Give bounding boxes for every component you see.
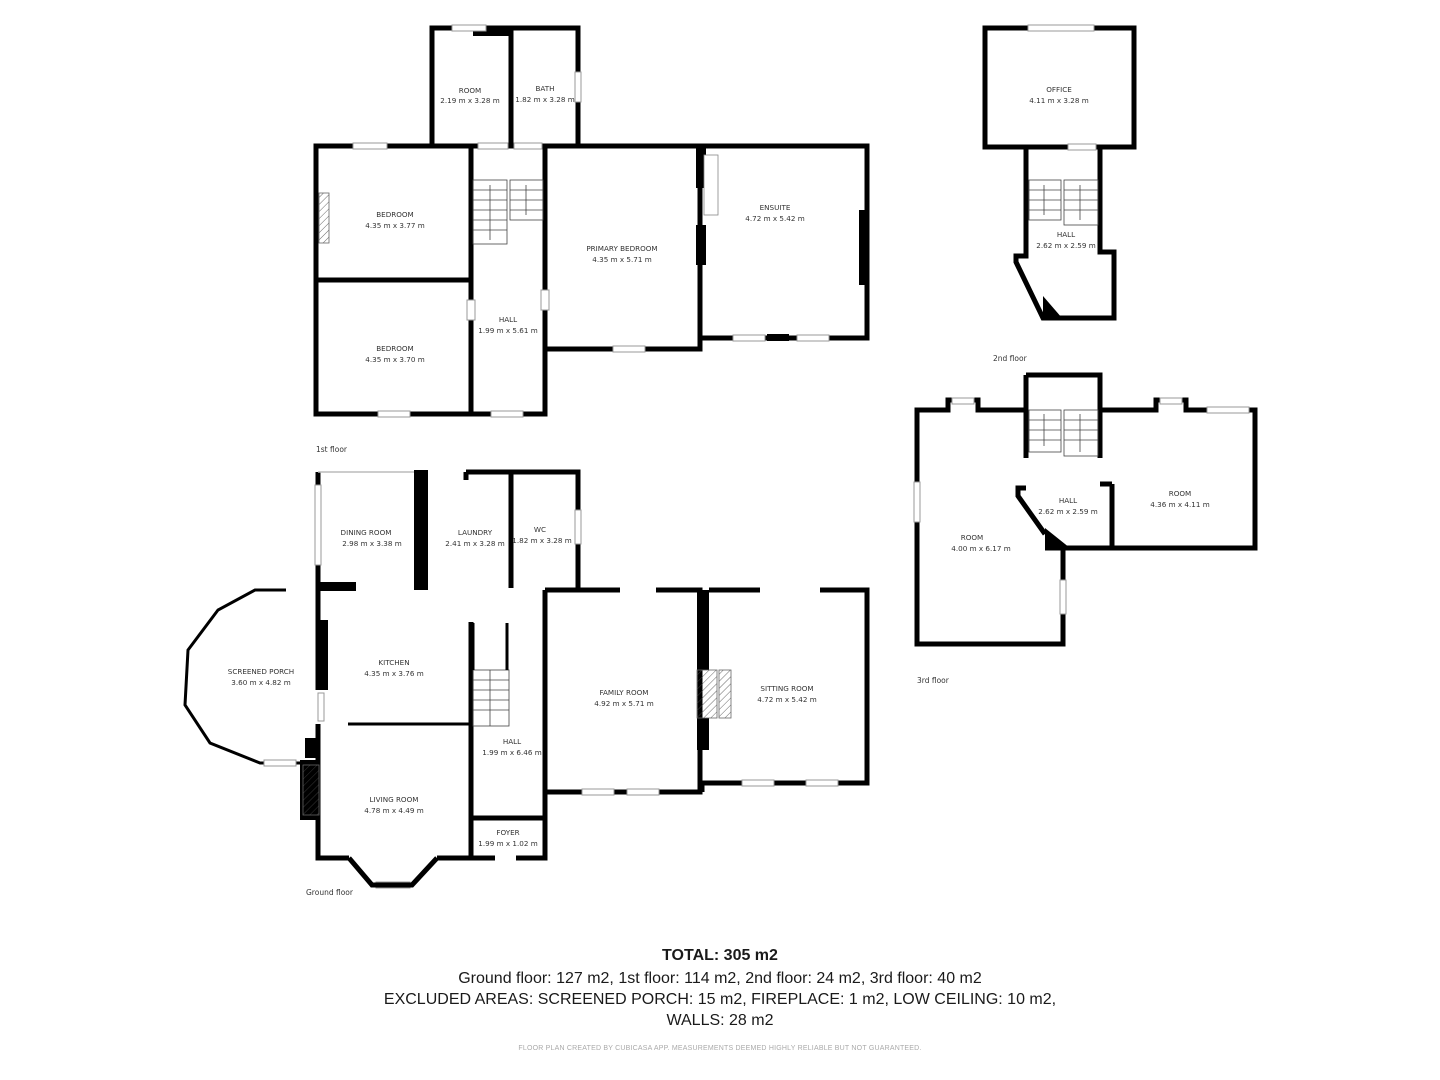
- office-label-size: 4.11 m x 3.28 m: [1029, 96, 1088, 105]
- first-floor-stairs: [472, 179, 544, 245]
- kitchen-label-size: 4.35 m x 3.76 m: [364, 669, 423, 678]
- ground-floor-stairs: [471, 623, 510, 727]
- room-label-size: 2.19 m x 3.28 m: [440, 96, 499, 105]
- third-floor-stairs: [1028, 409, 1099, 457]
- family-room-label-name: FAMILY ROOM: [600, 688, 649, 697]
- bedroom-2-label-size: 4.35 m x 3.70 m: [365, 355, 424, 364]
- first-floor-fireplace: [318, 154, 719, 244]
- walls-area-line: WALLS: 28 m2: [666, 1012, 774, 1029]
- ground-floor-label: Ground floor: [306, 888, 354, 897]
- third-floor-label: 3rd floor: [917, 676, 950, 685]
- foyer-label-size: 1.99 m x 1.02 m: [478, 839, 537, 848]
- wc-label-size: 1.82 m x 3.28 m: [512, 536, 571, 545]
- first-floor-windows: [352, 24, 830, 418]
- ground-floor-plan: [183, 469, 870, 861]
- third-floor-windows: [913, 397, 1250, 615]
- room-label-name: ROOM: [459, 86, 482, 95]
- first-hall-label-name: HALL: [499, 315, 517, 324]
- second-hall-label-size: 2.62 m x 2.59 m: [1036, 241, 1095, 250]
- screened-porch-label-size: 3.60 m x 4.82 m: [231, 678, 290, 687]
- second-floor-stairs: [1028, 179, 1099, 226]
- wc-label-name: WC: [534, 525, 546, 534]
- laundry-label-name: LAUNDRY: [458, 528, 493, 537]
- second-floor-windows: [1027, 24, 1097, 151]
- bedroom-1-label-name: BEDROOM: [376, 210, 414, 219]
- ensuite-label-size: 4.72 m x 5.42 m: [745, 214, 804, 223]
- laundry-label-size: 2.41 m x 3.28 m: [445, 539, 504, 548]
- living-room-label-name: LIVING ROOM: [370, 795, 419, 804]
- dining-room-label-size: 2.98 m x 3.38 m: [342, 539, 401, 548]
- bath-label-size: 1.82 m x 3.28 m: [515, 95, 574, 104]
- third-room-left-label-name: ROOM: [961, 533, 984, 542]
- sitting-room-label-size: 4.72 m x 5.42 m: [757, 695, 816, 704]
- ensuite-label-name: ENSUITE: [760, 203, 791, 212]
- dining-room-label-name: DINING ROOM: [341, 528, 392, 537]
- ground-hall-label-size: 1.99 m x 6.46 m: [482, 748, 541, 757]
- second-floor-plan: [982, 25, 1137, 321]
- screened-porch-label-name: SCREENED PORCH: [228, 667, 294, 676]
- bedroom-2-label-name: BEDROOM: [376, 344, 414, 353]
- second-hall-label-name: HALL: [1057, 230, 1075, 239]
- family-room-label-size: 4.92 m x 5.71 m: [594, 699, 653, 708]
- bath-label-name: BATH: [535, 84, 554, 93]
- living-room-bay: [347, 856, 439, 888]
- third-room-left-label-size: 4.00 m x 6.17 m: [951, 544, 1010, 553]
- living-room-label-size: 4.78 m x 4.49 m: [364, 806, 423, 815]
- second-floor-label: 2nd floor: [993, 354, 1028, 363]
- third-hall-label-size: 2.62 m x 2.59 m: [1038, 507, 1097, 516]
- third-floor-plan: [914, 372, 1258, 647]
- primary-bedroom-label-size: 4.35 m x 5.71 m: [592, 255, 651, 264]
- excluded-areas-line: EXCLUDED AREAS: SCREENED PORCH: 15 m2, F…: [383, 991, 1057, 1008]
- sitting-room-label-name: SITTING ROOM: [760, 684, 813, 693]
- disclaimer: FLOOR PLAN CREATED BY CUBICASA APP. MEAS…: [518, 1045, 922, 1052]
- ground-floor-fireplaces: [302, 669, 732, 816]
- floor-areas-line: Ground floor: 127 m2, 1st floor: 114 m2,…: [458, 970, 982, 987]
- kitchen-label-name: KITCHEN: [378, 658, 409, 667]
- foyer-label-name: FOYER: [496, 828, 519, 837]
- first-floor-label: 1st floor: [316, 445, 348, 454]
- office-label-name: OFFICE: [1046, 85, 1072, 94]
- bedroom-1-label-size: 4.35 m x 3.77 m: [365, 221, 424, 230]
- third-hall-label-name: HALL: [1059, 496, 1077, 505]
- first-hall-label-size: 1.99 m x 5.61 m: [478, 326, 537, 335]
- primary-bedroom-label-name: PRIMARY BEDROOM: [586, 244, 657, 253]
- total-area: TOTAL: 305 m2: [662, 947, 778, 964]
- third-room-right-label-name: ROOM: [1169, 489, 1192, 498]
- third-room-right-label-size: 4.36 m x 4.11 m: [1150, 500, 1209, 509]
- ground-hall-label-name: HALL: [503, 737, 521, 746]
